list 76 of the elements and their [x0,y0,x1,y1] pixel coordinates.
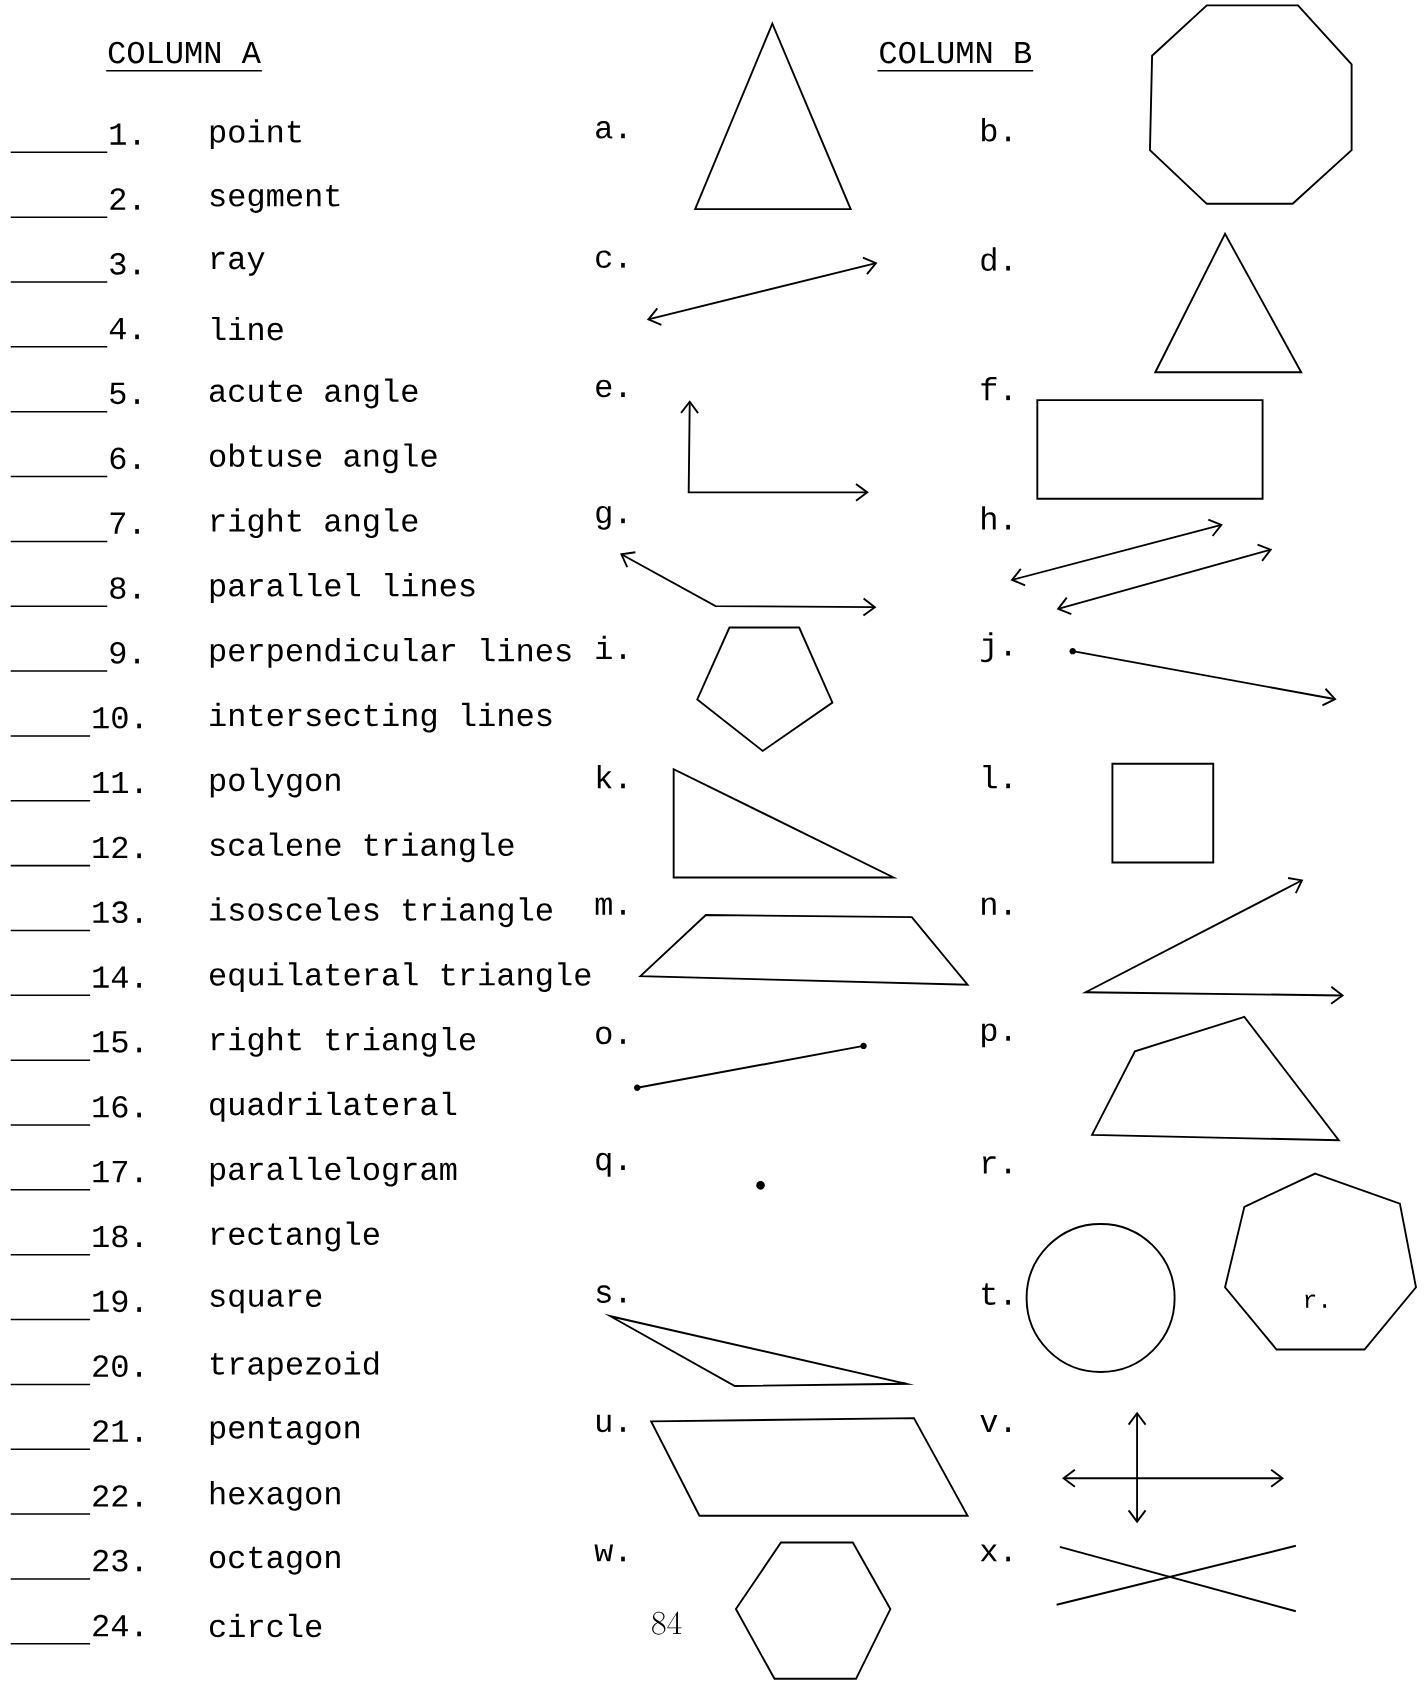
option-letter: v. [980,1415,1011,1432]
term-text: pentagon [211,1417,360,1445]
item-number: 14. [93,966,142,988]
item-number: 22. [93,1485,142,1507]
term-text: intersecting lines [210,702,552,733]
page-number: 84 [652,1611,682,1635]
option-letter: l. [983,765,1011,789]
term-text: equilateral triangle [210,962,591,992]
column-heading: COLUMN B [876,41,1035,72]
term-text: isosceles triangle [210,897,553,928]
term-text: line [212,316,283,341]
term-text: parallel lines [211,573,475,603]
option-letter: k. [598,765,626,789]
item-number: 23. [93,1549,142,1572]
option-letter: h. [982,506,1011,530]
term-text: circle [210,1613,322,1638]
term-text: acute angle [210,378,418,409]
item-number: 19. [93,1290,142,1313]
item-number: 15. [93,1031,142,1053]
term-text: ray [212,251,265,276]
term-text: polygon [211,767,340,798]
term-text: square [210,1289,322,1314]
term-text: segment [210,184,340,213]
item-number: 20. [93,1355,142,1378]
option-letter: s. [596,1285,626,1303]
item-number: 1. [110,123,140,145]
item-number: 8. [110,577,140,599]
item-number: 24. [93,1614,142,1637]
option-letter: o. [596,1026,626,1045]
option-letter: e. [596,379,626,398]
option-letter: p. [982,1023,1011,1048]
option-letter: m. [595,897,626,915]
item-number: 21. [93,1420,142,1442]
term-text: trapezoid [211,1351,379,1382]
item-number: 2. [110,188,140,210]
item-number: 11. [93,772,142,794]
option-letter: a. [596,121,626,139]
item-number: 10. [93,706,142,729]
term-text: right angle [212,508,418,539]
item-number: 13. [93,901,142,924]
item-number: 3. [110,252,140,275]
term-text: perpendicular lines [211,637,571,668]
option-letter: b. [982,118,1011,142]
option-letter: x. [980,1544,1011,1562]
option-letter: r. [983,1156,1011,1174]
option-letter: q. [596,1152,626,1177]
option-letter: t. [982,1283,1011,1305]
item-number: 4. [110,318,140,340]
option-letter: u. [597,1414,626,1433]
term-text: right triangle [212,1027,476,1057]
term-text: hexagon [211,1480,340,1511]
term-text: scalene triangle [210,832,514,863]
option-letter: f. [981,376,1011,401]
option-letter: g. [596,506,626,530]
option-letter: n. [982,897,1011,915]
item-number: 7. [110,512,140,534]
heptagon-drawing: r. [1224,1172,1418,1351]
term-text: parallelogram [211,1156,457,1187]
item-number: 18. [93,1225,142,1248]
option-letter: d. [981,247,1011,271]
item-number: 12. [93,836,142,859]
term-text: rectangle [212,1221,380,1252]
term-text: point [211,119,301,149]
item-number: 16. [93,1095,142,1118]
item-number: 5. [110,382,140,405]
option-letter: i. [596,635,626,659]
item-number: 17. [93,1161,142,1183]
item-number: 9. [110,642,140,664]
term-text: obtuse angle [210,443,437,474]
term-text: octagon [210,1546,340,1575]
option-letter: w. [594,1544,626,1562]
option-letter: j. [981,632,1011,663]
column-heading: COLUMN A [105,41,263,72]
item-number: 6. [110,447,140,470]
term-text: quadrilateral [210,1091,457,1122]
option-letter: c. [596,250,626,268]
